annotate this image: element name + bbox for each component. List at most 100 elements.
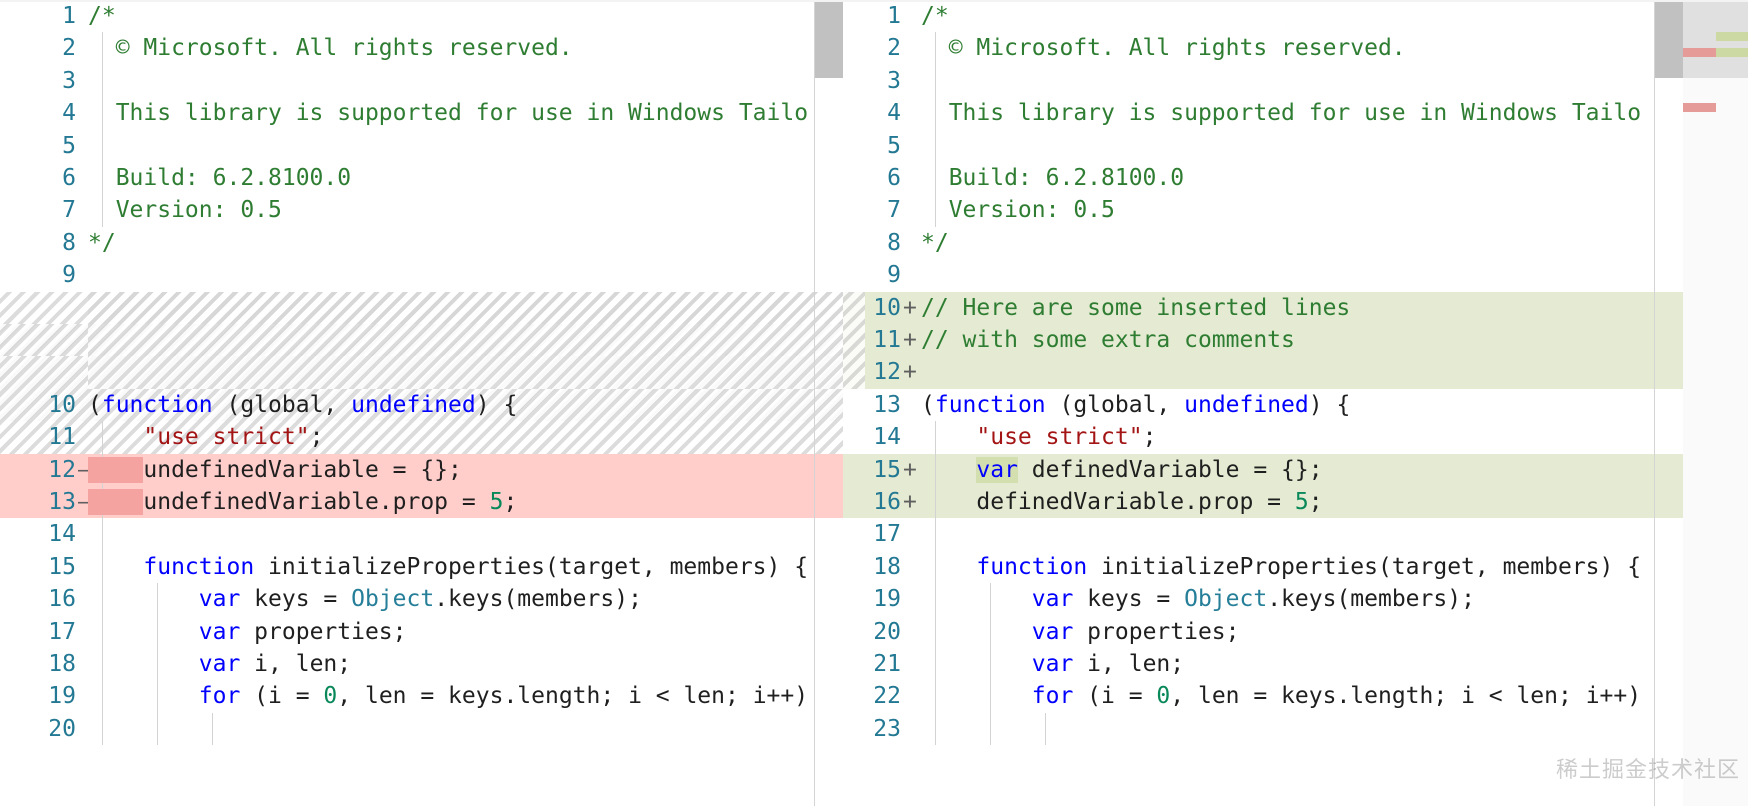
code-token: undefined (351, 391, 476, 418)
line-content: Build: 6.2.8100.0 (921, 162, 1184, 194)
code-line[interactable]: 7 Version: 0.5 (843, 194, 1748, 227)
code-line[interactable]: 5 (843, 129, 1748, 162)
code-token (88, 619, 199, 645)
code-token: /* (88, 3, 116, 29)
modified-scrollbar[interactable] (1655, 0, 1683, 806)
code-line[interactable]: 13(function (global, undefined) { (843, 389, 1748, 421)
indent-guide (102, 550, 103, 584)
indent-guide (935, 453, 936, 486)
indent-guide (102, 615, 103, 648)
line-number: 3 (62, 67, 76, 94)
line-number: 18 (48, 651, 76, 677)
code-token: © Microsoft. All rights reserved. (921, 35, 1406, 62)
code-line[interactable]: 17 var properties; (0, 615, 843, 648)
line-number: 9 (62, 262, 76, 289)
code-token: // with some extra comments (921, 327, 1295, 353)
code-line[interactable]: 11+// with some extra comments (843, 324, 1748, 357)
code-line[interactable]: 19 var keys = Object.keys(members); (843, 583, 1748, 616)
code-line[interactable]: 3 (843, 64, 1748, 98)
line-content: function initializeProperties(target, me… (88, 551, 808, 583)
code-token (921, 619, 1032, 645)
modified-scrollbar-thumb[interactable] (1655, 0, 1683, 78)
line-number: 9 (887, 262, 901, 289)
code-line[interactable]: 15+ var definedVariable = {}; (843, 453, 1748, 486)
code-line[interactable]: 17 (843, 518, 1748, 551)
code-token: Build: 6.2.8100.0 (921, 165, 1185, 191)
line-content: // Here are some inserted lines (921, 292, 1350, 324)
code-line[interactable]: 10(function (global, undefined) { (0, 389, 843, 421)
code-line[interactable]: 13– undefinedVariable.prop = 5; (0, 486, 843, 519)
code-line[interactable]: 19 for (i = 0, len = keys.length; i < le… (0, 680, 843, 713)
code-line[interactable]: 11 "use strict"; (0, 421, 843, 454)
indent-guide (935, 194, 936, 227)
code-line[interactable]: 18 var i, len; (0, 648, 843, 681)
overview-ruler[interactable] (1683, 0, 1748, 806)
code-line[interactable]: 3 (0, 64, 843, 98)
code-token: var (198, 651, 241, 677)
code-line[interactable]: 22 for (i = 0, len = keys.length; i < le… (843, 680, 1748, 713)
code-line[interactable]: 5 (0, 129, 843, 162)
code-line[interactable]: 20 (0, 712, 843, 746)
indent-guide (157, 583, 158, 616)
code-line[interactable]: 18 function initializeProperties(target,… (843, 550, 1748, 584)
inserted-marker: + (903, 456, 917, 483)
code-line[interactable]: 15 function initializeProperties(target,… (0, 550, 843, 584)
code-line[interactable]: 10+// Here are some inserted lines (843, 291, 1748, 324)
line-number: 13 (48, 489, 76, 515)
original-editor-pane[interactable]: 1/*2 © Microsoft. All rights reserved.3 4… (0, 0, 843, 806)
line-content: "use strict"; (88, 421, 323, 453)
line-content: for (i = 0, len = keys.length; i < len; … (88, 680, 808, 712)
code-token: var (198, 618, 241, 645)
code-line[interactable]: 12+ (843, 356, 1748, 389)
code-line[interactable]: 7 Version: 0.5 (0, 194, 843, 227)
indent-guide (102, 64, 103, 98)
line-number: 15 (873, 456, 901, 483)
original-scrollbar-thumb[interactable] (815, 0, 843, 78)
code-token: function (101, 391, 213, 418)
code-line[interactable]: 16+ definedVariable.prop = 5; (843, 486, 1748, 519)
code-line[interactable]: 9 (0, 259, 843, 291)
code-token: function (143, 553, 255, 580)
code-line[interactable]: 20 var properties; (843, 615, 1748, 648)
code-line[interactable]: 21 var i, len; (843, 648, 1748, 681)
code-line[interactable]: 9 (843, 259, 1748, 291)
line-number (0, 356, 78, 388)
code-line[interactable]: 23 (843, 712, 1748, 746)
code-token: var (1031, 586, 1074, 613)
indent-guide (935, 64, 936, 98)
line-content: © Microsoft. All rights reserved. (88, 32, 573, 64)
code-line[interactable]: 12– undefinedVariable = {}; (0, 453, 843, 486)
line-number: 18 (873, 553, 901, 580)
code-token: function (976, 553, 1088, 580)
code-line[interactable]: 4 This library is supported for use in W… (843, 97, 1748, 130)
code-line[interactable]: 8*/ (843, 227, 1748, 259)
code-line[interactable]: 2 © Microsoft. All rights reserved. (843, 32, 1748, 65)
code-line[interactable]: 6 Build: 6.2.8100.0 (0, 162, 843, 195)
original-scrollbar[interactable] (815, 0, 843, 806)
line-number: 2 (887, 35, 901, 62)
line-content: var keys = Object.keys(members); (88, 583, 642, 615)
code-token: ; (309, 424, 324, 451)
indent-guide (990, 648, 991, 681)
line-number: 16 (873, 489, 901, 515)
code-token: function (934, 391, 1046, 418)
code-token: properties; (240, 618, 407, 645)
code-token: (i = (1073, 683, 1157, 710)
code-line[interactable]: 16 var keys = Object.keys(members); (0, 583, 843, 616)
code-line[interactable]: 6 Build: 6.2.8100.0 (843, 162, 1748, 195)
code-token: /* (921, 3, 949, 29)
code-token (88, 651, 199, 677)
code-token: Object (1184, 586, 1268, 613)
code-line[interactable]: 1/* (843, 0, 1748, 32)
code-line[interactable]: 1/* (0, 0, 843, 32)
code-line[interactable]: 8*/ (0, 227, 843, 259)
code-line[interactable]: 14 (0, 518, 843, 551)
line-number: 20 (873, 618, 901, 645)
line-number: 19 (873, 586, 901, 613)
line-content: Build: 6.2.8100.0 (88, 162, 351, 194)
code-line[interactable]: 4 This library is supported for use in W… (0, 97, 843, 130)
code-line[interactable]: 2 © Microsoft. All rights reserved. (0, 32, 843, 65)
code-line[interactable]: 14 "use strict"; (843, 421, 1748, 454)
indent-guide (102, 194, 103, 227)
